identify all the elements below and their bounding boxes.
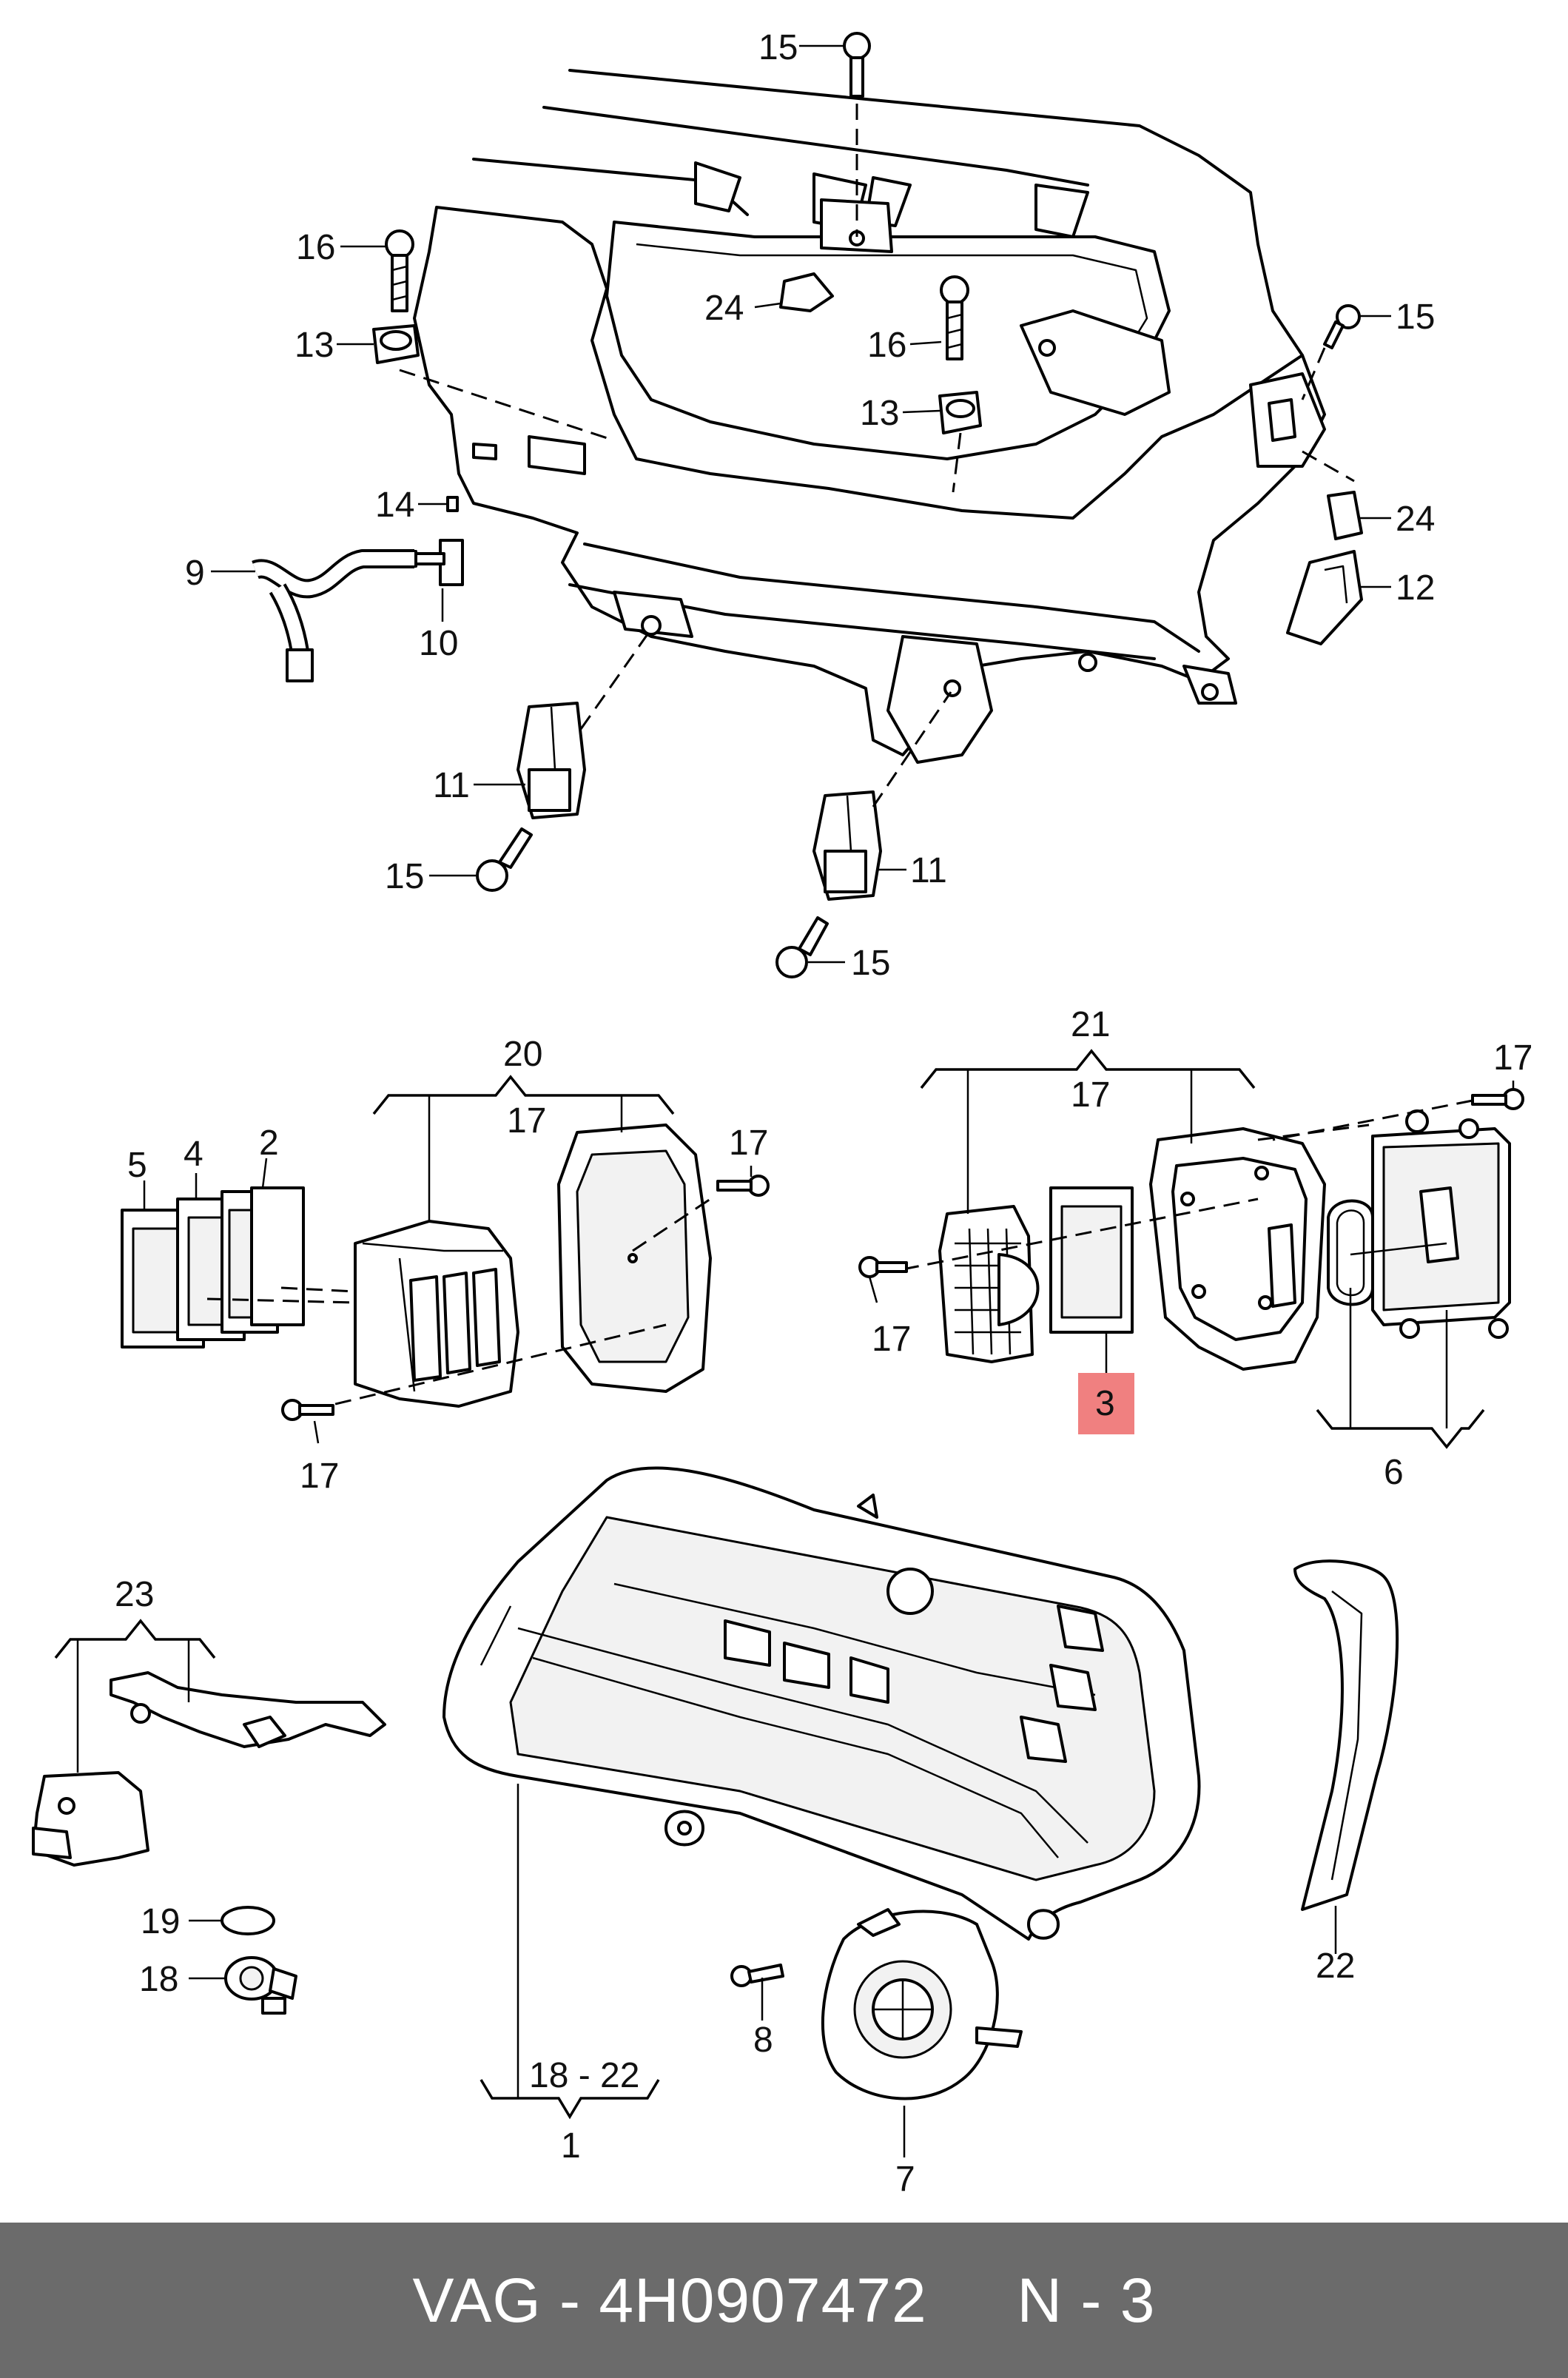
callout-18-22: 18 - 22	[529, 2056, 639, 2095]
group-20-assembly	[121, 1075, 770, 1421]
leader-lines	[143, 44, 1515, 2157]
callout-10: 10	[419, 624, 458, 663]
callout-20: 20	[503, 1035, 542, 1074]
callout-19: 19	[141, 1902, 180, 1941]
callout-17: 17	[1493, 1038, 1532, 1078]
callout-22: 22	[1316, 1947, 1355, 1986]
callout-18: 18	[139, 1960, 178, 1999]
callout-17: 17	[729, 1123, 768, 1163]
adjuster-7-assembly	[730, 1908, 1023, 2100]
callout-16: 16	[296, 228, 335, 267]
callout-1: 1	[561, 2126, 581, 2166]
group-21-assembly	[858, 1049, 1524, 1449]
top-hardware-group	[252, 32, 1363, 978]
mounting-bracket-group	[413, 69, 1326, 764]
callout-labels: 15 16 13 24 16 13 15 24 12 14 9 10 11 11…	[115, 28, 1532, 2199]
callout-13: 13	[295, 326, 334, 365]
callout-2: 2	[259, 1123, 279, 1163]
callout-16: 16	[867, 326, 906, 365]
callout-13: 13	[860, 394, 899, 433]
small-parts-19-18	[221, 1906, 297, 2015]
callout-23: 23	[115, 1575, 154, 1614]
callout-15: 15	[1396, 298, 1435, 337]
callout-6: 6	[1384, 1453, 1404, 1492]
callout-4: 4	[184, 1135, 203, 1174]
callout-8: 8	[753, 2021, 773, 2060]
callout-7: 7	[895, 2160, 915, 2199]
callout-24: 24	[704, 289, 744, 328]
callout-21: 21	[1071, 1005, 1110, 1044]
callout-14: 14	[375, 486, 414, 525]
callout-17: 17	[507, 1101, 546, 1141]
callout-15: 15	[385, 857, 424, 896]
callout-17: 17	[1071, 1075, 1110, 1115]
callout-15: 15	[758, 28, 798, 67]
highlight-box	[1078, 1373, 1134, 1434]
callout-17: 17	[300, 1457, 339, 1496]
callout-24: 24	[1396, 500, 1435, 539]
headlamp-housing-group	[443, 1466, 1201, 2120]
callout-3: 3	[1095, 1384, 1115, 1423]
trim-22	[1293, 1559, 1399, 1954]
group-23-assembly	[32, 1619, 386, 1867]
callout-9: 9	[185, 554, 205, 593]
callout-15: 15	[851, 944, 890, 983]
callout-5: 5	[127, 1146, 147, 1185]
part-number-text: VAG - 4H0907472 N - 3	[412, 2265, 1156, 2335]
exploded-parts-diagram: 15 16 13 24 16 13 15 24 12 14 9 10 11 11…	[32, 28, 1532, 2199]
callout-12: 12	[1396, 568, 1435, 608]
callout-11: 11	[910, 851, 947, 890]
part-number-footer: VAG - 4H0907472 N - 3	[0, 2223, 1568, 2378]
callout-11: 11	[433, 766, 470, 805]
callout-17: 17	[872, 1320, 911, 1359]
